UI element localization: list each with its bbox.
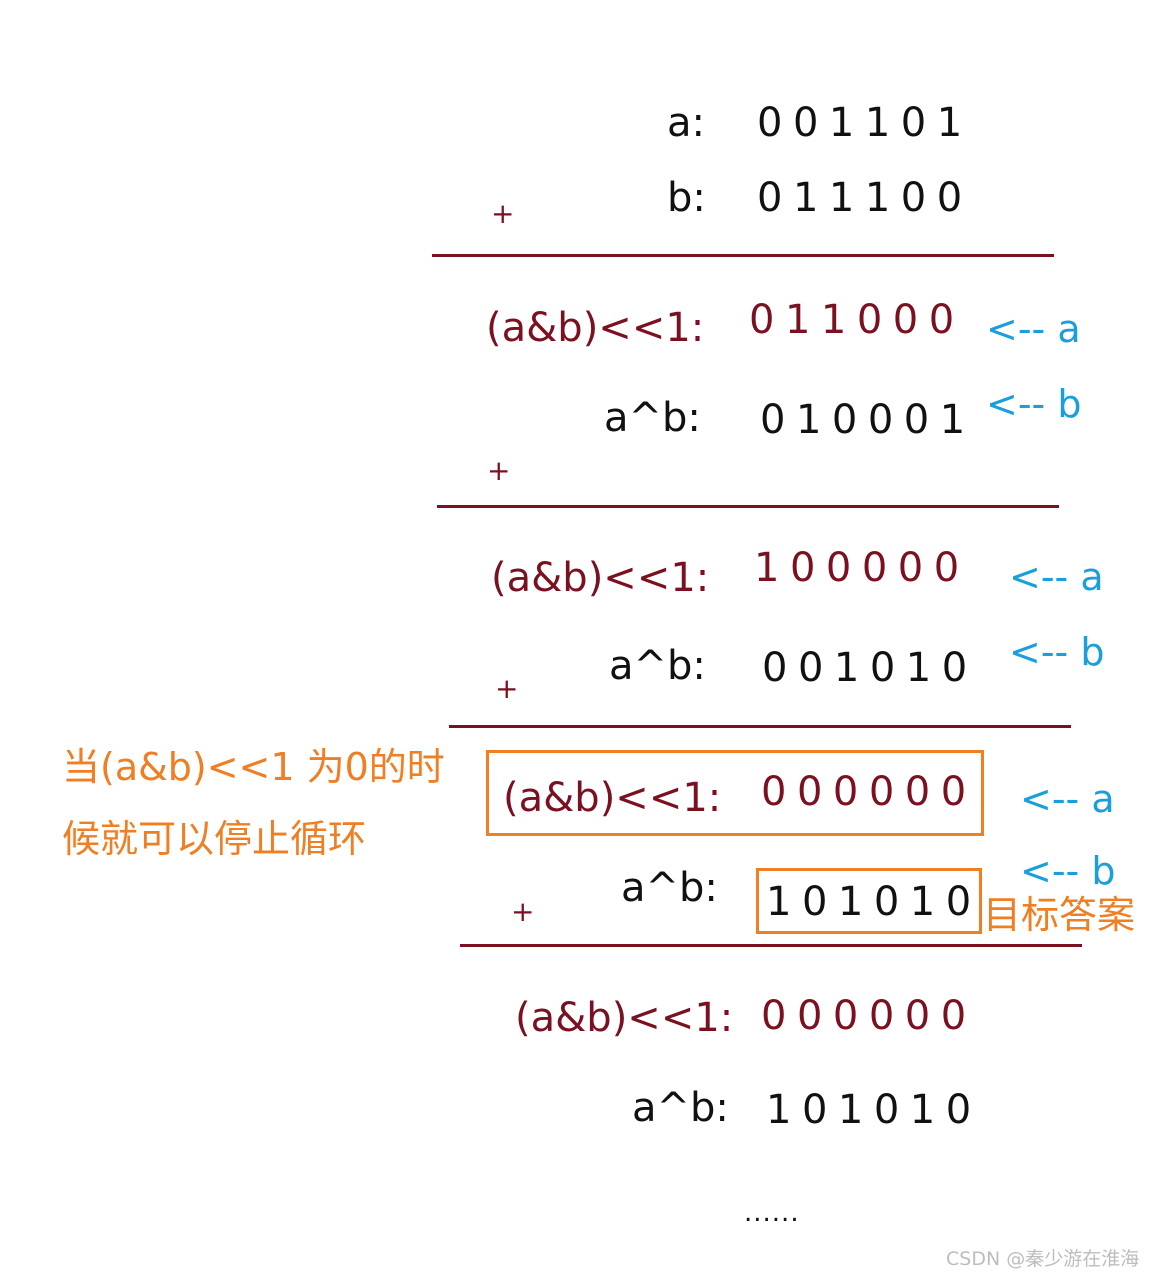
plus-sign-4: + — [511, 895, 535, 928]
sum-rule-4 — [460, 944, 1082, 947]
step3-carry-bits: 000000 — [761, 769, 977, 815]
step2-carry-label: (a&b)<<1: — [491, 555, 710, 601]
answer-highlight-box — [756, 868, 982, 934]
sum-rule-2 — [437, 505, 1059, 508]
operand-a-label: a: — [667, 100, 705, 146]
step3-arrow-b: <-- b — [1020, 849, 1116, 893]
step3-arrow-a: <-- a — [1020, 777, 1115, 821]
step2-arrow-b: <-- b — [1009, 630, 1105, 674]
step4-xor-bits: 101010 — [766, 1087, 982, 1133]
plus-sign-1: + — [491, 197, 515, 230]
continuation-ellipsis: ...... — [744, 1198, 800, 1228]
step2-arrow-a: <-- a — [1009, 555, 1104, 599]
step3-xor-label: a^b: — [621, 865, 718, 911]
plus-sign-3: + — [495, 672, 519, 705]
step4-xor-label: a^b: — [632, 1085, 729, 1131]
step1-xor-label: a^b: — [604, 395, 701, 441]
answer-note: 目标答案 — [983, 893, 1136, 937]
step3-xor-bits: 101010 — [766, 879, 982, 925]
step2-xor-bits: 001010 — [762, 645, 978, 691]
step1-arrow-b: <-- b — [986, 382, 1082, 426]
stop-condition-note-line2: 候就可以停止循环 — [62, 817, 367, 861]
watermark: CSDN @秦少游在淮海 — [946, 1248, 1140, 1270]
step4-carry-bits: 000000 — [761, 993, 977, 1039]
step3-carry-label: (a&b)<<1: — [503, 775, 722, 821]
step1-arrow-a: <-- a — [986, 307, 1081, 351]
step1-carry-bits: 011000 — [749, 297, 965, 343]
operand-b-bits: 011100 — [757, 175, 973, 221]
stop-condition-note-line1: 当(a&b)<<1 为0的时 — [62, 745, 445, 789]
step2-carry-bits: 100000 — [754, 545, 970, 591]
operand-a-bits: 001101 — [757, 100, 973, 146]
sum-rule-3 — [449, 725, 1071, 728]
step2-xor-label: a^b: — [609, 643, 706, 689]
sum-rule-1 — [432, 254, 1054, 257]
step1-xor-bits: 010001 — [760, 397, 976, 443]
stop-condition-highlight-box — [486, 750, 984, 836]
step1-carry-label: (a&b)<<1: — [486, 305, 705, 351]
plus-sign-2: + — [487, 454, 511, 487]
operand-b-label: b: — [667, 175, 706, 221]
step4-carry-label: (a&b)<<1: — [515, 995, 734, 1041]
